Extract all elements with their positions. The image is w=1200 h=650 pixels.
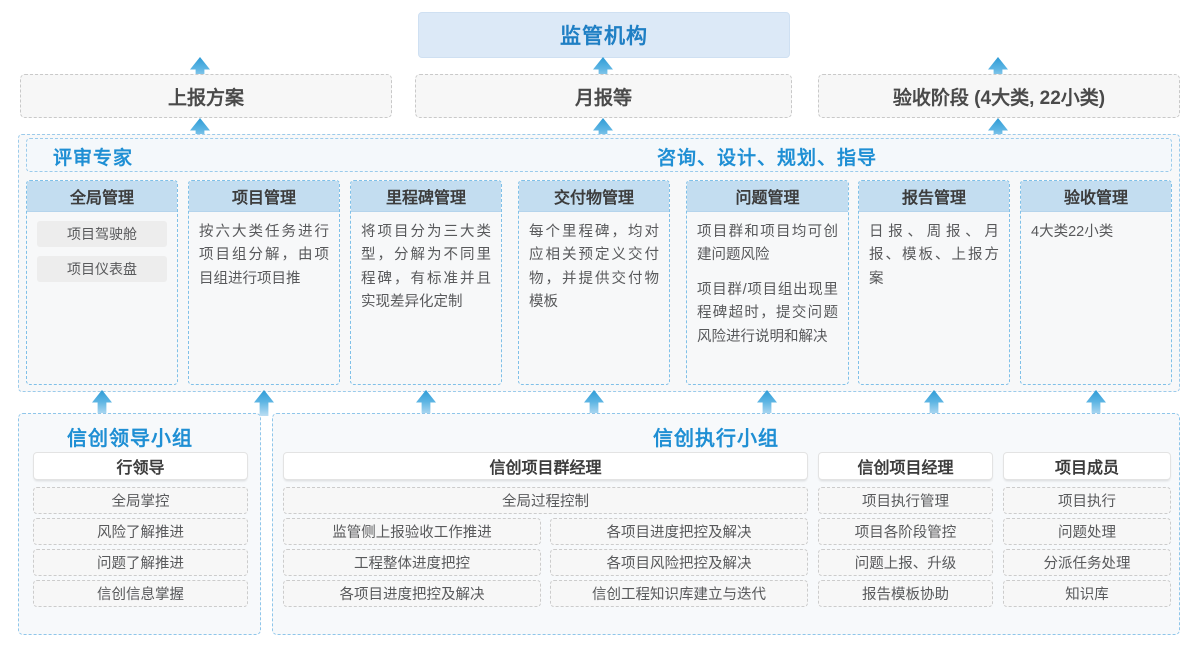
- duty-item[interactable]: 项目执行管理: [818, 487, 993, 514]
- module-body: 项目群和项目均可创建问题风险 项目群/项目组出现里程碑超时，提交问题风险进行说明…: [687, 212, 848, 355]
- duty-item[interactable]: 全局过程控制: [283, 487, 808, 514]
- duty-item[interactable]: 各项目风险把控及解决: [550, 549, 808, 576]
- document-box-acceptance-stage: 验收阶段 (4大类, 22小类): [818, 74, 1180, 118]
- module-title: 项目管理: [189, 181, 339, 212]
- module-paragraph: 按六大类任务进行项目组分解，由项目组进行项目推: [199, 224, 329, 287]
- module-body: 4大类22小类: [1021, 212, 1171, 250]
- module-title: 问题管理: [687, 181, 848, 212]
- module-card-issue-management[interactable]: 问题管理 项目群和项目均可创建问题风险 项目群/项目组出现里程碑超时，提交问题风…: [686, 180, 849, 385]
- module-paragraph: 每个里程碑，均对应相关预定义交付物，并提供交付物模板: [529, 224, 659, 311]
- duty-item[interactable]: 项目执行: [1003, 487, 1171, 514]
- module-card-milestone-management[interactable]: 里程碑管理 将项目分为三大类型，分解为不同里程碑，有标准并且实现差异化定制: [350, 180, 502, 385]
- consulting-design-label: 咨询、设计、规划、指导: [657, 148, 878, 169]
- duty-item[interactable]: 各项目进度把控及解决: [283, 580, 541, 607]
- duty-item[interactable]: 项目各阶段管控: [818, 518, 993, 545]
- review-experts-label: 评审专家: [53, 148, 134, 169]
- middle-header-bar: 评审专家 咨询、设计、规划、指导: [26, 138, 1172, 172]
- module-body: 将项目分为三大类型，分解为不同里程碑，有标准并且实现差异化定制: [351, 212, 501, 321]
- module-card-acceptance-management[interactable]: 验收管理 4大类22小类: [1020, 180, 1172, 385]
- module-title: 验收管理: [1021, 181, 1171, 212]
- role-head-project-member[interactable]: 项目成员: [1003, 452, 1171, 480]
- module-card-project-management[interactable]: 项目管理 按六大类任务进行项目组分解，由项目组进行项目推: [188, 180, 340, 385]
- module-body: 日报、周报、月报、模板、上报方案: [859, 212, 1009, 297]
- module-card-report-management[interactable]: 报告管理 日报、周报、月报、模板、上报方案: [858, 180, 1010, 385]
- module-paragraph: 项目群/项目组出现里程碑超时，提交问题风险进行说明和解决: [697, 281, 838, 345]
- duty-item[interactable]: 问题了解推进: [33, 549, 248, 576]
- leadership-group-title: 信创领导小组: [67, 428, 193, 450]
- module-title: 报告管理: [859, 181, 1009, 212]
- duty-item[interactable]: 各项目进度把控及解决: [550, 518, 808, 545]
- module-paragraph: 4大类22小类: [1031, 224, 1114, 240]
- duty-item[interactable]: 风险了解推进: [33, 518, 248, 545]
- document-box-monthly-report: 月报等: [415, 74, 792, 118]
- regulator-box: 监管机构: [418, 12, 790, 58]
- duty-item[interactable]: 知识库: [1003, 580, 1171, 607]
- module-paragraph: 日报、周报、月报、模板、上报方案: [869, 224, 999, 287]
- module-title: 交付物管理: [519, 181, 669, 212]
- duty-item[interactable]: 信创信息掌握: [33, 580, 248, 607]
- module-card-global-management[interactable]: 全局管理 项目驾驶舱 项目仪表盘: [26, 180, 178, 385]
- module-paragraph: 将项目分为三大类型，分解为不同里程碑，有标准并且实现差异化定制: [361, 224, 491, 311]
- chip-item[interactable]: 项目仪表盘: [37, 256, 167, 282]
- role-head-program-manager[interactable]: 信创项目群经理: [283, 452, 808, 480]
- duty-item[interactable]: 分派任务处理: [1003, 549, 1171, 576]
- module-title: 全局管理: [27, 181, 177, 212]
- arrow-up-icon: [254, 390, 274, 416]
- duty-item[interactable]: 信创工程知识库建立与迭代: [550, 580, 808, 607]
- module-body: 按六大类任务进行项目组分解，由项目组进行项目推: [189, 212, 339, 297]
- duty-item[interactable]: 监管侧上报验收工作推进: [283, 518, 541, 545]
- module-body: 每个里程碑，均对应相关预定义交付物，并提供交付物模板: [519, 212, 669, 321]
- duty-item[interactable]: 问题处理: [1003, 518, 1171, 545]
- module-paragraph: 项目群和项目均可创建问题风险: [697, 224, 838, 264]
- module-body: 项目驾驶舱 项目仪表盘: [27, 212, 177, 297]
- module-card-deliverable-management[interactable]: 交付物管理 每个里程碑，均对应相关预定义交付物，并提供交付物模板: [518, 180, 670, 385]
- document-box-report-plan: 上报方案: [20, 74, 392, 118]
- module-title: 里程碑管理: [351, 181, 501, 212]
- duty-item[interactable]: 全局掌控: [33, 487, 248, 514]
- leadership-group-panel: 信创领导小组 行领导 全局掌控 风险了解推进 问题了解推进 信创信息掌握: [18, 413, 261, 635]
- execution-group-panel: 信创执行小组 信创项目群经理 全局过程控制 监管侧上报验收工作推进 工程整体进度…: [272, 413, 1180, 635]
- duty-item[interactable]: 问题上报、升级: [818, 549, 993, 576]
- chip-item[interactable]: 项目驾驶舱: [37, 221, 167, 247]
- role-head-bank-leader[interactable]: 行领导: [33, 452, 248, 480]
- duty-item[interactable]: 工程整体进度把控: [283, 549, 541, 576]
- execution-group-title: 信创执行小组: [653, 428, 779, 450]
- role-head-project-manager[interactable]: 信创项目经理: [818, 452, 993, 480]
- duty-item[interactable]: 报告模板协助: [818, 580, 993, 607]
